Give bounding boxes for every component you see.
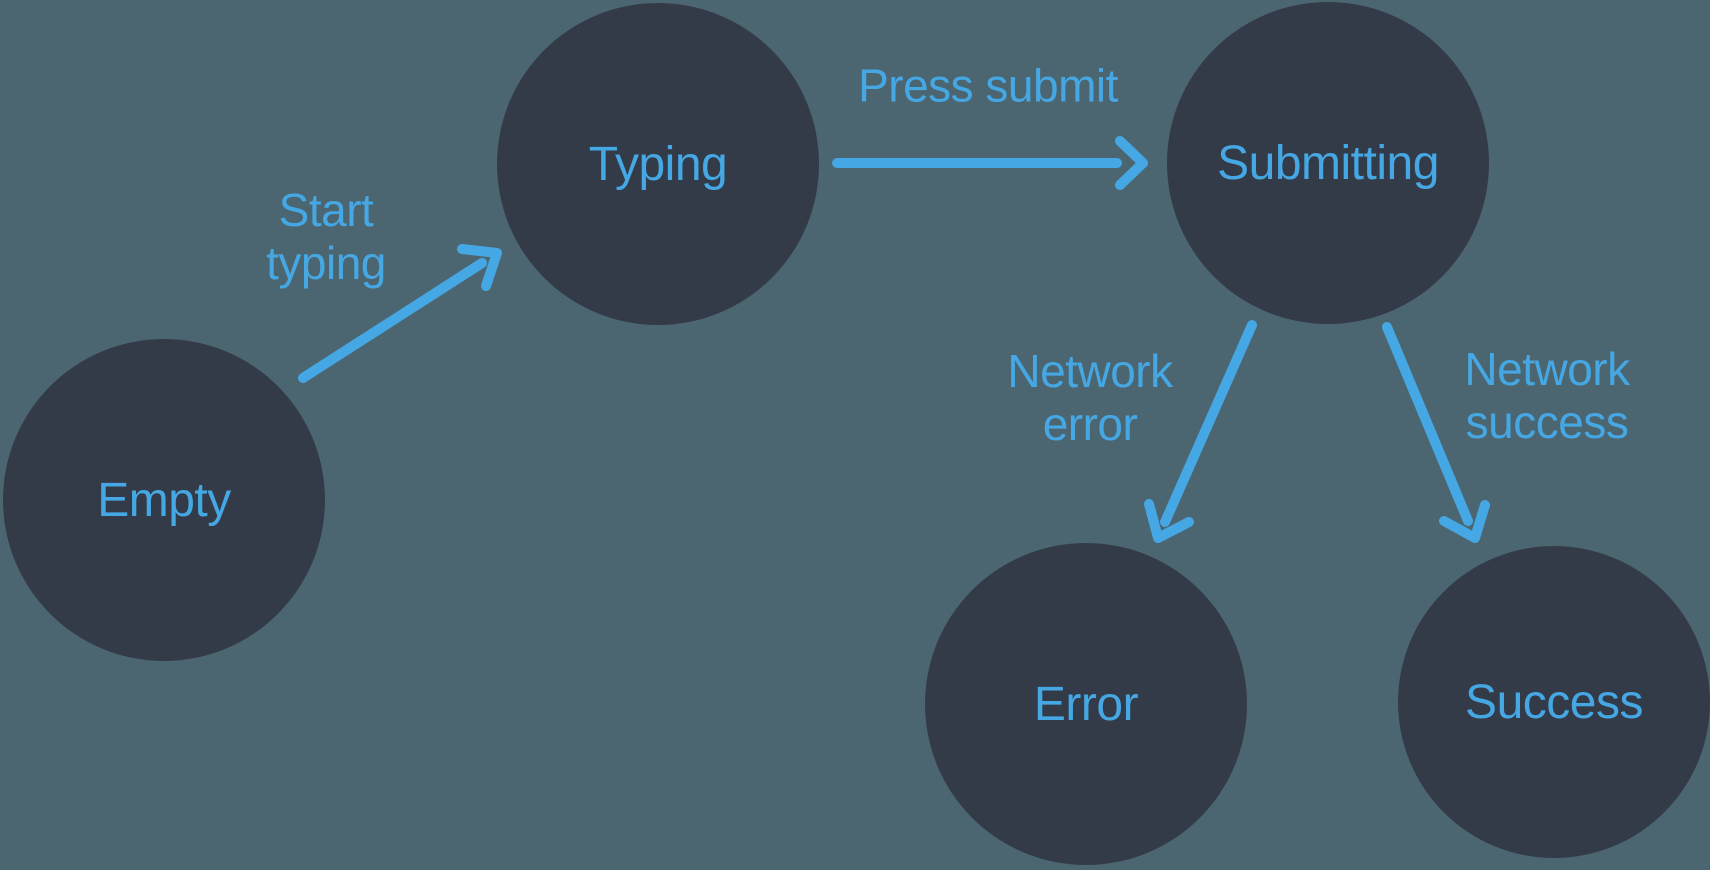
- state-label-typing: Typing: [588, 137, 728, 191]
- state-node-submitting: Submitting: [1167, 2, 1489, 324]
- transition-label-start-typing: Start typing: [266, 184, 386, 289]
- transition-label-network-error: Network error: [1007, 345, 1173, 450]
- state-node-typing: Typing: [497, 3, 819, 325]
- state-label-empty: Empty: [97, 473, 231, 527]
- transition-label-network-success: Network success: [1464, 343, 1630, 448]
- arrow-typing-to-submitting: [832, 136, 1148, 190]
- state-label-error: Error: [1033, 677, 1139, 731]
- state-node-error: Error: [925, 543, 1247, 865]
- transition-label-press-submit: Press submit: [858, 59, 1118, 112]
- state-node-empty: Empty: [3, 339, 325, 661]
- state-node-success: Success: [1398, 546, 1710, 858]
- state-label-submitting: Submitting: [1217, 136, 1439, 190]
- state-label-success: Success: [1465, 675, 1643, 729]
